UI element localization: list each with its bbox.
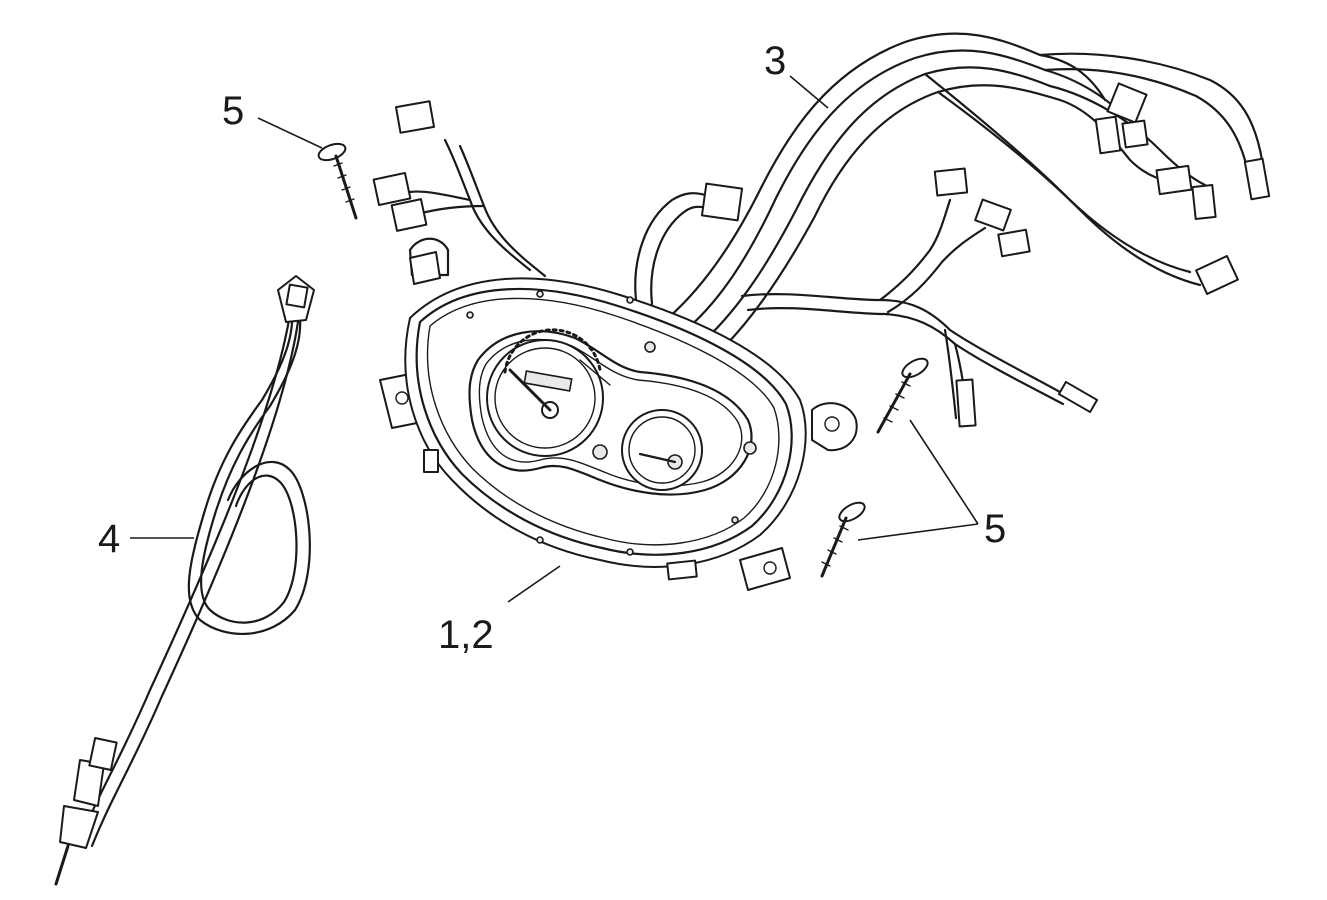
callout-screw-top: 5 (222, 89, 244, 133)
callout-harness: 3 (764, 39, 786, 83)
speedometer-assembly-icon (379, 251, 858, 591)
wiring-harness-icon (372, 32, 1271, 428)
leader-lines (130, 75, 979, 603)
speedometer-cable-icon (54, 275, 315, 886)
callout-meter: 1,2 (438, 613, 494, 657)
callout-screws-right: 5 (984, 507, 1006, 551)
callout-cable: 4 (98, 517, 120, 561)
tapping-screw-icon (820, 501, 866, 578)
tapping-screw-icon (876, 357, 929, 434)
tapping-screw-icon (317, 142, 358, 220)
